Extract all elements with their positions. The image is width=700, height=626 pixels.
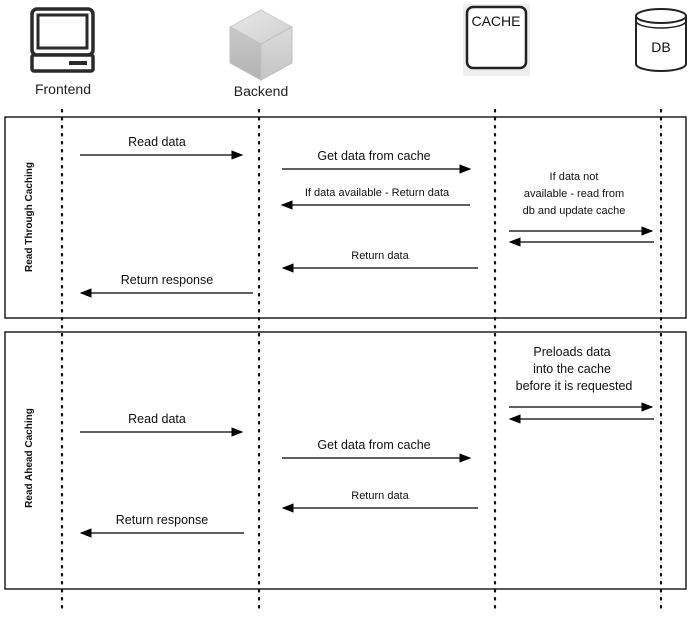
rt-note-line3: db and update cache [523,205,626,217]
ra-note-line1: Preloads data [533,345,610,359]
rt-note-line2: available - read from [524,188,624,200]
ra-get-data-label: Get data from cache [317,438,430,452]
read-through-title: Read Through Caching [24,162,35,272]
rt-return-data-label: Return data [351,250,409,262]
rt-get-data-label: Get data from cache [317,149,430,163]
read-ahead-title: Read Ahead Caching [24,408,35,508]
read-through-frame [4,116,687,319]
cache-chip-icon [463,4,530,76]
rt-note-line1: If data not [550,171,599,183]
computer-monitor-icon [30,7,95,73]
ra-note-line3: before it is requested [516,379,633,393]
server-cube-icon [228,9,294,81]
ra-return-data-label: Return data [351,490,409,502]
rt-return-response-label: Return response [121,273,213,287]
db-label: DB [651,39,670,55]
rt-if-available-label: If data available - Return data [305,187,450,199]
read-ahead-frame [4,331,687,590]
ra-note-line2: into the cache [533,362,611,376]
ra-read-data-label: Read data [128,412,186,426]
frontend-label: Frontend [35,81,91,97]
ra-return-response-label: Return response [116,513,208,527]
backend-label: Backend [234,83,288,99]
rt-read-data-label: Read data [128,135,186,149]
database-cylinder-icon [635,8,687,72]
cache-label: CACHE [471,13,520,29]
